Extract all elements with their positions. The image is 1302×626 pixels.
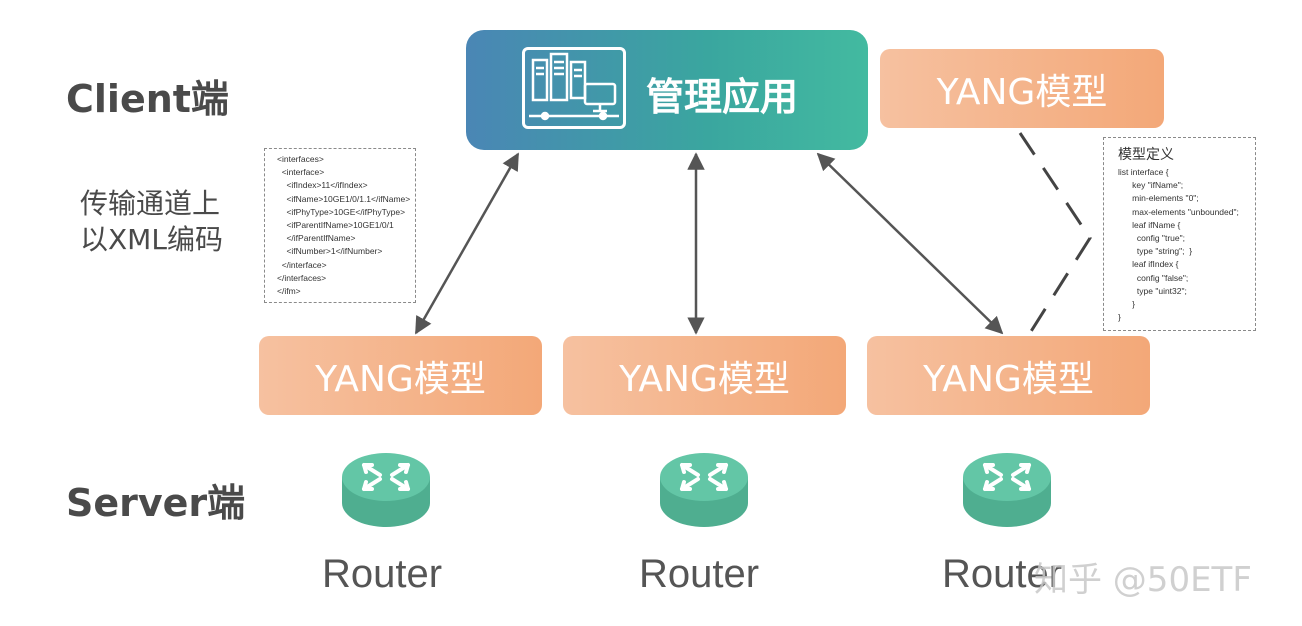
code-line: <ifNumber>1</ifNumber>	[277, 246, 383, 257]
arrow-mgmt-left	[414, 152, 520, 335]
code-line: config "false";	[1118, 272, 1189, 283]
yang-model-bottom-right: YANG模型	[867, 336, 1150, 415]
client-label: Client端	[66, 77, 229, 121]
yang-model-top-right: YANG模型	[880, 49, 1164, 128]
code-line: list interface {	[1118, 167, 1169, 177]
code-line: <interface>	[277, 167, 325, 178]
code-line: <ifName>10GE1/0/1.1</ifName>	[277, 193, 411, 204]
code-line: </ifParentIfName>	[277, 233, 356, 244]
code-line: <interfaces>	[277, 154, 324, 164]
code-line: min-elements "0";	[1118, 193, 1199, 204]
code-line: type "string"; }	[1118, 246, 1193, 257]
router-label-right: Router	[942, 552, 1063, 596]
code-line: }	[1118, 312, 1121, 323]
router-icon	[340, 447, 432, 539]
code-line: </ifm>	[277, 286, 301, 297]
transport-note: 传输通道上 以XML编码	[80, 186, 223, 258]
router-icon	[658, 447, 750, 539]
model-definition-title: 模型定义	[1118, 147, 1174, 163]
code-line: key "ifName";	[1118, 180, 1184, 191]
arrow-mgmt-right	[816, 152, 1004, 335]
code-line: config "true";	[1118, 233, 1185, 244]
code-line: type "uint32";	[1118, 285, 1187, 296]
code-line: </interfaces>	[277, 272, 327, 283]
router-icon	[961, 447, 1053, 539]
code-line: </interface>	[277, 259, 327, 270]
xml-code-lines: <interfaces> <interface> <ifIndex>11</if…	[277, 153, 415, 298]
model-definition-box: 模型定义 list interface { key "ifName"; min-…	[1103, 137, 1256, 331]
router-label-left: Router	[322, 552, 443, 596]
dashed-model-link	[1018, 132, 1092, 334]
server-monitor-icon	[522, 47, 626, 129]
yang-model-bottom-left: YANG模型	[259, 336, 542, 415]
watermark: 知乎 @50ETF	[1034, 560, 1252, 600]
code-line: <ifIndex>11</ifIndex>	[277, 180, 368, 191]
code-line: leaf ifIndex {	[1118, 259, 1179, 270]
code-line: leaf ifName {	[1118, 219, 1181, 230]
management-app-title: 管理应用	[646, 75, 799, 119]
transport-note-line1: 传输通道上	[80, 187, 221, 220]
code-line: <ifParentIfName>10GE1/0/1	[277, 220, 394, 231]
transport-note-line2: 以XML编码	[80, 223, 223, 256]
code-line: <ifPhyType>10GE</ifPhyType>	[277, 206, 406, 217]
xml-encoding-box: <interfaces> <interface> <ifIndex>11</if…	[264, 148, 416, 303]
server-label: Server端	[66, 481, 246, 525]
router-label-center: Router	[639, 552, 760, 596]
code-line: }	[1118, 299, 1136, 310]
model-definition-lines: list interface { key "ifName"; min-eleme…	[1118, 166, 1255, 324]
code-line: max-elements "unbounded";	[1118, 206, 1239, 217]
yang-model-bottom-center: YANG模型	[563, 336, 846, 415]
